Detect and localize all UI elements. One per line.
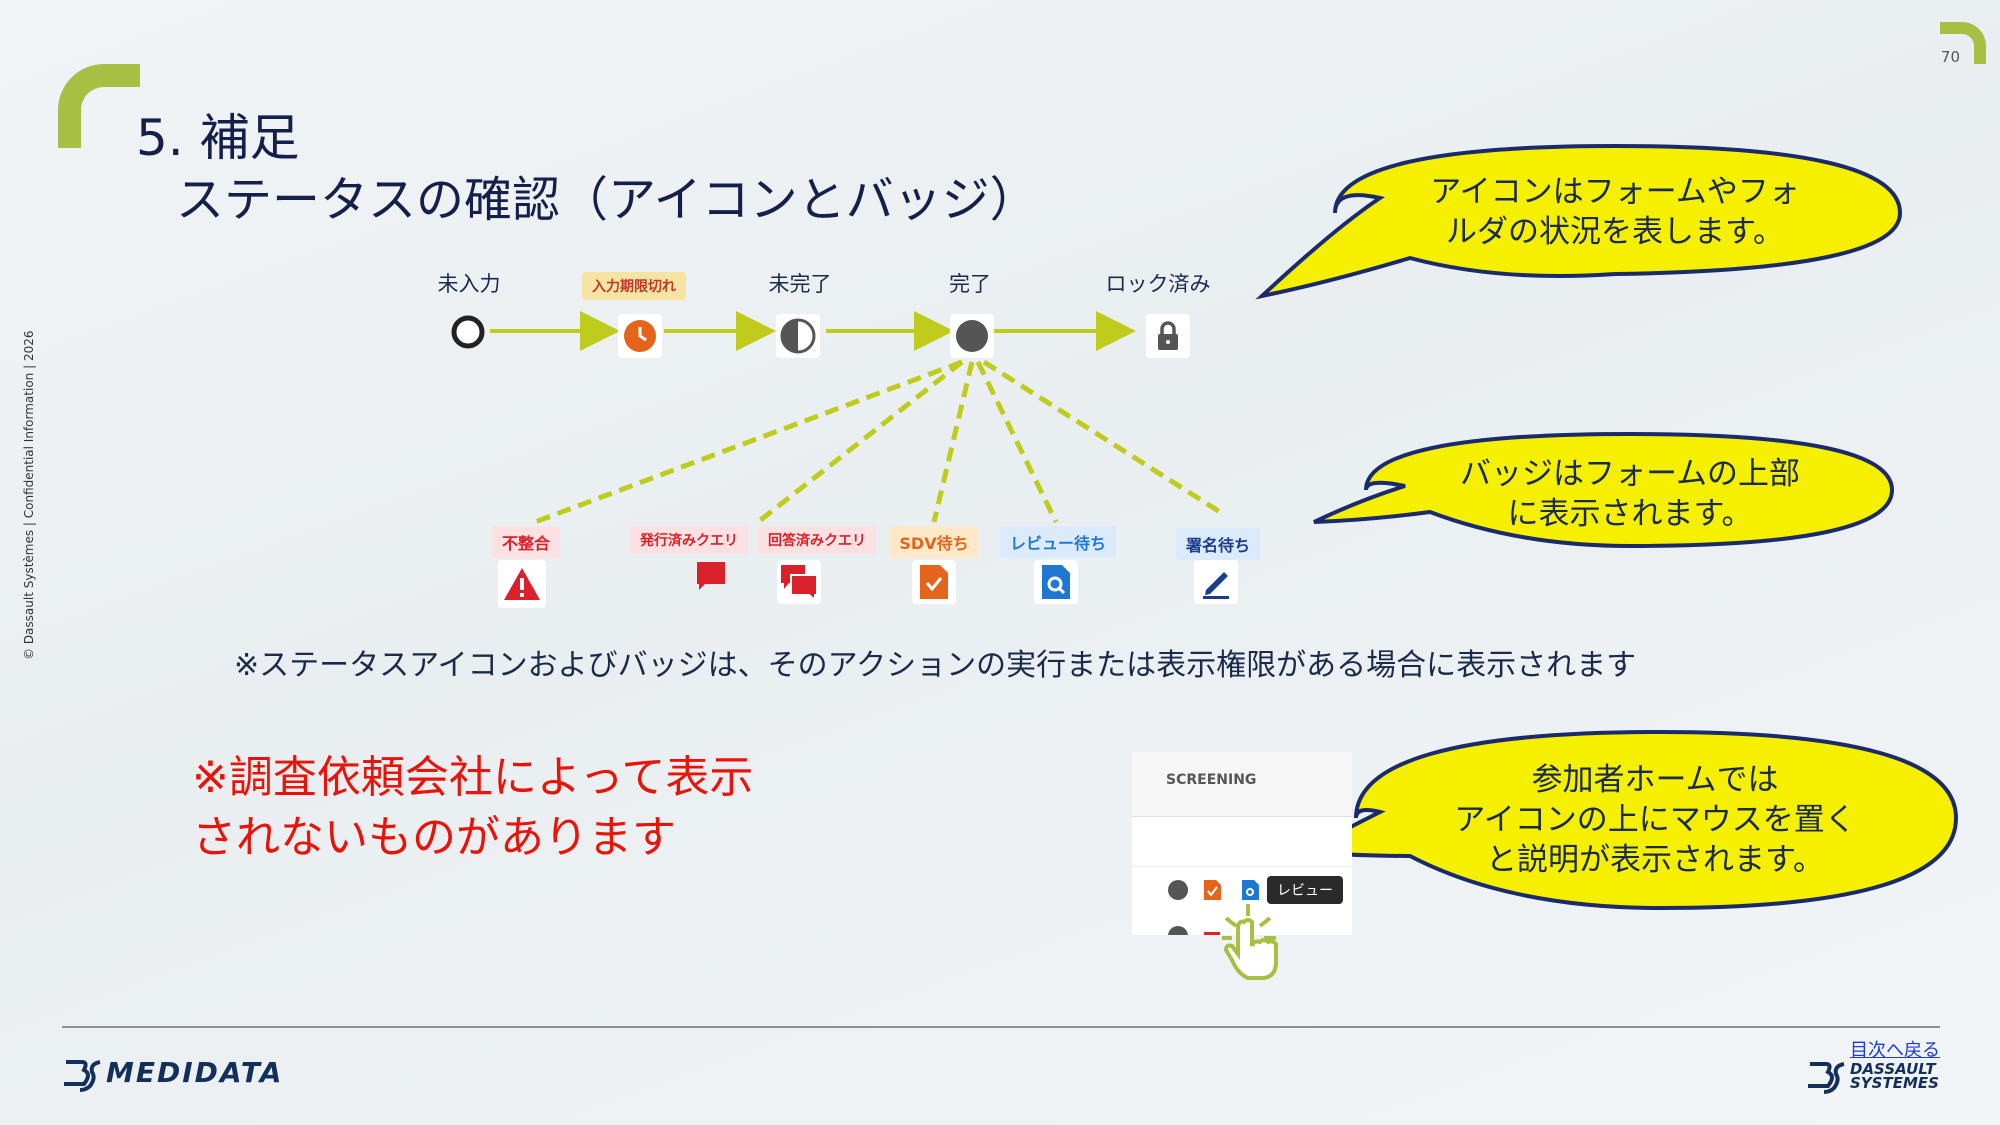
participant-home-screenshot: SCREENING レビュー: [1132, 752, 1352, 935]
empty-circle-icon: [446, 310, 490, 354]
page-title: 5. 補足: [136, 109, 300, 167]
filled-circle-icon: [950, 314, 994, 358]
badge-tag-signature-pending: 署名待ち: [1175, 528, 1261, 560]
sponsor-dependent-note: ※調査依頼会社によって表示されないものがあります: [192, 752, 754, 863]
half-circle-icon: [776, 314, 820, 358]
bubble-icons-text: アイコンはフォームやフォルダの状況を表します。: [1430, 174, 1800, 250]
bubble-hover-text: 参加者ホームではアイコンの上にマウスを置くと説明が表示されます。: [1454, 762, 1856, 878]
medidata-logo: MEDIDATA: [62, 1056, 283, 1092]
warning-triangle-icon: [498, 560, 546, 608]
badge-tag-inconsistent: 不整合: [491, 526, 561, 558]
status-tag-overdue: 入力期限切れ: [582, 272, 686, 300]
clock-icon: [618, 314, 662, 358]
pen-icon: [1194, 560, 1238, 604]
status-label-not-entered: 未入力: [437, 272, 501, 296]
document-search-icon: [1034, 560, 1078, 604]
double-speech-bubble-icon: [777, 560, 821, 604]
lock-icon: [1146, 314, 1190, 358]
hand-cursor-icon: [1222, 904, 1278, 980]
page-number: 70: [1940, 48, 1960, 66]
back-to-toc-link[interactable]: 目次へ戻る: [1850, 1040, 1940, 1061]
visibility-note: ※ステータスアイコンおよびバッジは、そのアクションの実行または表示権限がある場合…: [234, 648, 1637, 683]
column-header-screening: SCREENING: [1166, 772, 1257, 788]
status-label-locked: ロック済み: [1105, 272, 1211, 296]
badge-tag-answered-query: 回答済みクエリ: [758, 526, 876, 554]
status-label-complete: 完了: [949, 272, 991, 296]
badge-tag-open-query: 発行済みクエリ: [630, 526, 748, 554]
badge-tag-review-pending: レビュー待ち: [999, 526, 1117, 558]
footer-divider: [62, 1026, 1940, 1028]
speech-bubble-icon: [689, 554, 733, 598]
page-subtitle: ステータスの確認（アイコンとバッジ）: [176, 172, 1038, 228]
bubble-badges-text: バッジはフォームの上部に表示されます。: [1459, 456, 1801, 532]
3ds-logo-icon: [1808, 1062, 1845, 1094]
3ds-logo-icon: [64, 1060, 101, 1092]
tooltip-review: レビュー: [1267, 876, 1343, 904]
status-label-incomplete: 未完了: [768, 272, 832, 296]
dassault-logo: DASSAULT SYSTEMES: [1806, 1058, 1939, 1094]
document-check-icon: [912, 560, 956, 604]
panel-header: SCREENING: [1132, 752, 1352, 817]
badge-tag-sdv-pending: SDV待ち: [889, 526, 979, 558]
